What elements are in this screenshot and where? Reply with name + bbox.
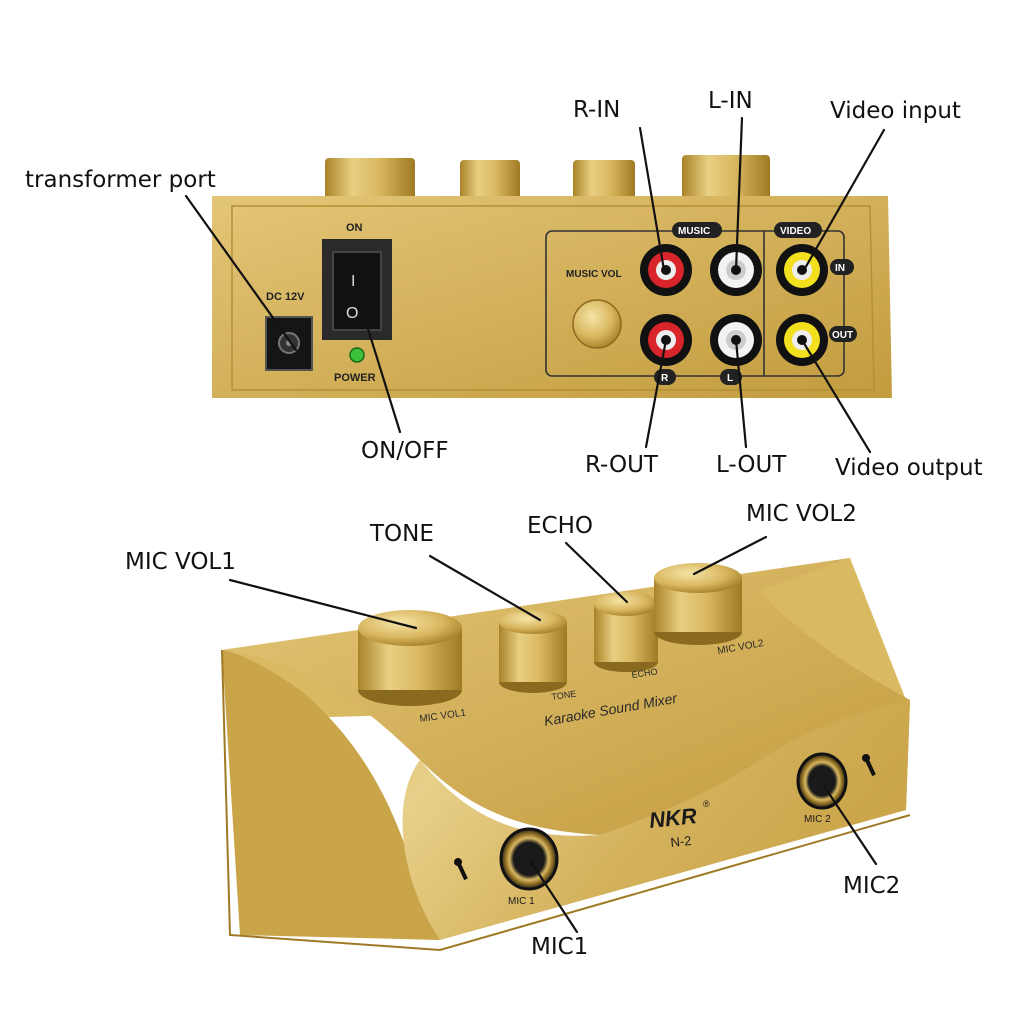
leader-lines xyxy=(184,116,886,934)
mic2-jack[interactable] xyxy=(796,752,848,810)
mixer-front-face xyxy=(222,650,440,940)
label-l-in: L-IN xyxy=(708,88,753,114)
mic1-print: MIC 1 xyxy=(508,896,535,907)
out-tag: OUT xyxy=(832,330,853,341)
echo-knob[interactable] xyxy=(594,592,658,672)
r-tag: R xyxy=(661,373,669,384)
switch-i-mark: I xyxy=(351,273,355,290)
back-knob-1 xyxy=(325,158,415,202)
back-panel: DC 12V ON I O POWER MUSIC VIDEO IN OUT R… xyxy=(212,155,892,398)
switch-o-mark: O xyxy=(346,305,358,322)
brand-logo: NKR xyxy=(648,803,698,833)
label-r-in: R-IN xyxy=(573,97,621,123)
label-mic1: MIC1 xyxy=(531,934,589,960)
music-vol-knob[interactable] xyxy=(572,299,622,349)
label-tone: TONE xyxy=(370,521,434,547)
mic-vol1-knob[interactable] xyxy=(358,610,462,706)
power-led xyxy=(349,347,365,363)
tone-knob[interactable] xyxy=(499,610,567,693)
switch-on-label: ON xyxy=(346,222,363,234)
dc-label: DC 12V xyxy=(266,291,305,303)
label-mic-vol1: MIC VOL1 xyxy=(125,549,236,575)
label-l-out: L-OUT xyxy=(716,452,787,478)
l-tag: L xyxy=(727,373,733,384)
in-tag: IN xyxy=(835,263,845,274)
back-knob-2 xyxy=(460,160,520,202)
label-on-off: ON/OFF xyxy=(361,438,449,464)
label-r-out: R-OUT xyxy=(585,452,658,478)
back-knob-3 xyxy=(573,160,635,202)
microphone-icon xyxy=(454,858,468,881)
microphone-icon xyxy=(862,754,876,777)
back-knob-4 xyxy=(682,155,770,202)
label-echo: ECHO xyxy=(527,513,593,539)
mic-vol2-knob[interactable] xyxy=(654,563,742,645)
music-vol-label: MUSIC VOL xyxy=(566,269,622,280)
rca-r-in[interactable] xyxy=(640,244,692,296)
music-tag: MUSIC xyxy=(678,226,710,237)
label-mic-vol2: MIC VOL2 xyxy=(746,501,857,527)
label-transformer-port: transformer port xyxy=(25,167,216,193)
mic1-jack[interactable] xyxy=(499,827,559,891)
front-panel: MIC VOL1 TONE ECHO MIC VOL2 Karaoke Soun… xyxy=(221,558,911,952)
label-mic2: MIC2 xyxy=(843,873,901,899)
power-label: POWER xyxy=(334,372,376,384)
label-video-output: Video output xyxy=(835,455,983,481)
tone-print: TONE xyxy=(551,689,577,702)
rca-video-in[interactable] xyxy=(776,244,828,296)
echo-print: ECHO xyxy=(631,666,658,680)
label-video-input: Video input xyxy=(830,98,961,124)
model-label: N-2 xyxy=(670,833,692,850)
brand-registered-mark: ® xyxy=(703,799,710,809)
mic2-print: MIC 2 xyxy=(804,814,831,825)
video-tag: VIDEO xyxy=(780,226,811,237)
